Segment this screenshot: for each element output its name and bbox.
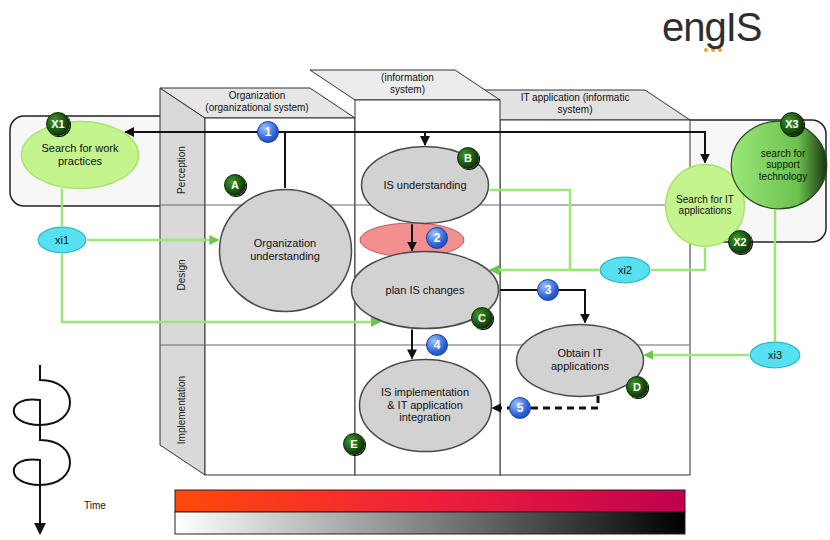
connector-arrow bbox=[285, 132, 705, 188]
node-text: search for support technology bbox=[752, 148, 814, 183]
callout-number: X2 bbox=[728, 230, 752, 254]
link-line bbox=[490, 190, 600, 270]
callout-number: 5 bbox=[509, 397, 531, 419]
link-line bbox=[774, 210, 777, 341]
node-text-box: IS implementation & IT application integ… bbox=[377, 386, 474, 424]
node-text-box: Search for work practices bbox=[37, 142, 123, 167]
column-heading: (information system) bbox=[370, 72, 445, 95]
row-label: Implementation bbox=[175, 360, 189, 460]
intermediate-ellipse: xi1 bbox=[37, 226, 87, 254]
callout-number: E bbox=[343, 433, 365, 455]
node-text-box: Search for IT applications bbox=[676, 194, 735, 217]
axis-label: Time bbox=[84, 500, 106, 511]
node-text-box: search for support technology bbox=[752, 148, 814, 183]
logo-text: engIS bbox=[662, 4, 762, 50]
link-line bbox=[644, 354, 749, 357]
column-heading: Organization (organizational system) bbox=[197, 90, 317, 113]
process-ellipse: Organization understanding bbox=[218, 188, 353, 313]
node-text: xi1 bbox=[44, 234, 80, 247]
connector-arrow bbox=[411, 224, 413, 250]
node-text: xi3 bbox=[757, 349, 794, 362]
callout-number: C bbox=[471, 307, 493, 329]
connector-arrow bbox=[411, 329, 413, 358]
node-text-box: plan IS changes bbox=[371, 284, 479, 297]
callout-number: 3 bbox=[537, 279, 559, 301]
node-text: xi2 bbox=[607, 264, 644, 277]
callout-number: D bbox=[626, 376, 648, 398]
node-text-box: xi2 bbox=[607, 264, 644, 277]
callout-number: 2 bbox=[426, 227, 448, 249]
node-text: Organization understanding bbox=[237, 237, 334, 262]
node-text: IS understanding bbox=[378, 179, 472, 192]
node-text: Obtain IT applications bbox=[533, 347, 627, 372]
link-line bbox=[490, 269, 599, 272]
column-heading: IT application (informatic system) bbox=[520, 92, 630, 115]
node-text-box: Obtain IT applications bbox=[533, 347, 627, 372]
callout-number: A bbox=[224, 174, 246, 196]
row-label: Perception bbox=[175, 120, 189, 220]
node-text: Search for work practices bbox=[37, 142, 123, 167]
row-label: Design bbox=[175, 225, 189, 325]
callout-number: 1 bbox=[257, 121, 279, 143]
intermediate-ellipse: xi2 bbox=[599, 256, 651, 284]
node-text-box: xi1 bbox=[44, 234, 80, 247]
callout-number: X1 bbox=[46, 112, 70, 136]
callout-number: B bbox=[457, 147, 479, 169]
node-text: plan IS changes bbox=[371, 284, 479, 297]
node-text-box: Organization understanding bbox=[237, 237, 334, 262]
system-column: Organization (organizational system) Orga… bbox=[160, 78, 355, 475]
link-line bbox=[87, 239, 218, 242]
search-ellipse: search for support technology bbox=[730, 120, 828, 210]
node-text-box: IS understanding bbox=[378, 179, 472, 192]
node-text-box: xi3 bbox=[757, 349, 794, 362]
intermediate-ellipse: xi3 bbox=[749, 341, 801, 369]
node-text: IS implementation & IT application integ… bbox=[377, 386, 474, 424]
link-line bbox=[651, 248, 705, 271]
node-text: Search for IT applications bbox=[676, 194, 735, 217]
search-ellipse: Search for work practices bbox=[20, 120, 140, 190]
link-line bbox=[61, 188, 64, 226]
callout-number: X3 bbox=[780, 112, 804, 136]
process-ellipse: IS implementation & IT application integ… bbox=[358, 358, 493, 453]
callout-number: 4 bbox=[426, 334, 448, 356]
